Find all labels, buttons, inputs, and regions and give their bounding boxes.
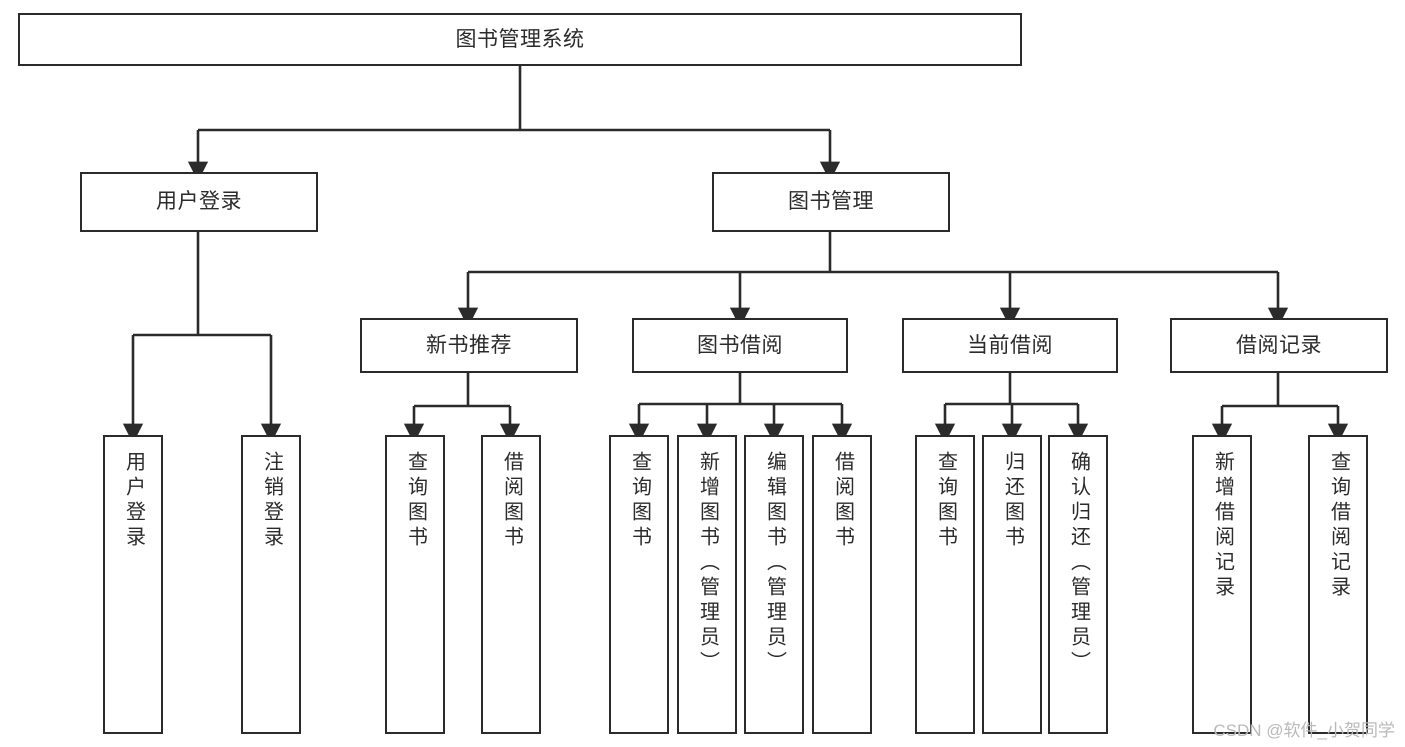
node-label: 借阅记录 <box>1236 333 1322 357</box>
node-label: 归还图书 <box>1001 451 1024 551</box>
leaf-new-book-borrow[interactable]: 借阅图书 <box>481 435 541 734</box>
node-label: 编辑图书（管理员） <box>763 451 786 676</box>
node-label: 借阅图书 <box>831 451 854 551</box>
leaf-borrow-record-query[interactable]: 查询借阅记录 <box>1308 435 1368 734</box>
leaf-book-borrow-add[interactable]: 新增图书（管理员） <box>677 435 737 734</box>
node-label: 图书管理系统 <box>455 27 585 51</box>
node-new-book-recommend[interactable]: 新书推荐 <box>360 318 578 373</box>
leaf-user-login-signout[interactable]: 注销登录 <box>241 435 301 734</box>
node-label: 图书管理 <box>788 190 874 214</box>
csdn-watermark: CSDN @软件_小贺同学 <box>1213 721 1395 740</box>
node-label: 查询图书 <box>934 451 957 551</box>
node-label: 新书推荐 <box>426 333 512 357</box>
node-label: 用户登录 <box>156 190 242 214</box>
node-borrow-record[interactable]: 借阅记录 <box>1170 318 1388 373</box>
node-label: 借阅图书 <box>500 451 523 551</box>
leaf-current-borrow-return[interactable]: 归还图书 <box>982 435 1042 734</box>
node-label: 图书借阅 <box>697 333 783 357</box>
leaf-current-borrow-confirm-return[interactable]: 确认归还（管理员） <box>1048 435 1108 734</box>
leaf-borrow-record-add[interactable]: 新增借阅记录 <box>1192 435 1252 734</box>
leaf-user-login-signin[interactable]: 用户登录 <box>103 435 163 734</box>
node-label: 新增图书（管理员） <box>696 451 719 676</box>
leaf-current-borrow-query[interactable]: 查询图书 <box>915 435 975 734</box>
node-label: 查询图书 <box>404 451 427 551</box>
node-current-borrow[interactable]: 当前借阅 <box>902 318 1118 373</box>
node-book-borrow[interactable]: 图书借阅 <box>632 318 848 373</box>
node-label: 确认归还（管理员） <box>1067 451 1090 676</box>
leaf-book-borrow-borrow[interactable]: 借阅图书 <box>812 435 872 734</box>
node-label: 当前借阅 <box>967 333 1053 357</box>
leaf-book-borrow-edit[interactable]: 编辑图书（管理员） <box>744 435 804 734</box>
node-label: 注销登录 <box>260 451 283 551</box>
node-label: 查询图书 <box>628 451 651 551</box>
node-root-system[interactable]: 图书管理系统 <box>18 13 1022 66</box>
node-book-management[interactable]: 图书管理 <box>712 172 950 232</box>
node-user-login[interactable]: 用户登录 <box>80 172 318 232</box>
leaf-new-book-query[interactable]: 查询图书 <box>385 435 445 734</box>
node-label: 查询借阅记录 <box>1327 451 1350 601</box>
node-label: 新增借阅记录 <box>1211 451 1234 601</box>
node-label: 用户登录 <box>122 451 145 551</box>
leaf-book-borrow-query[interactable]: 查询图书 <box>609 435 669 734</box>
